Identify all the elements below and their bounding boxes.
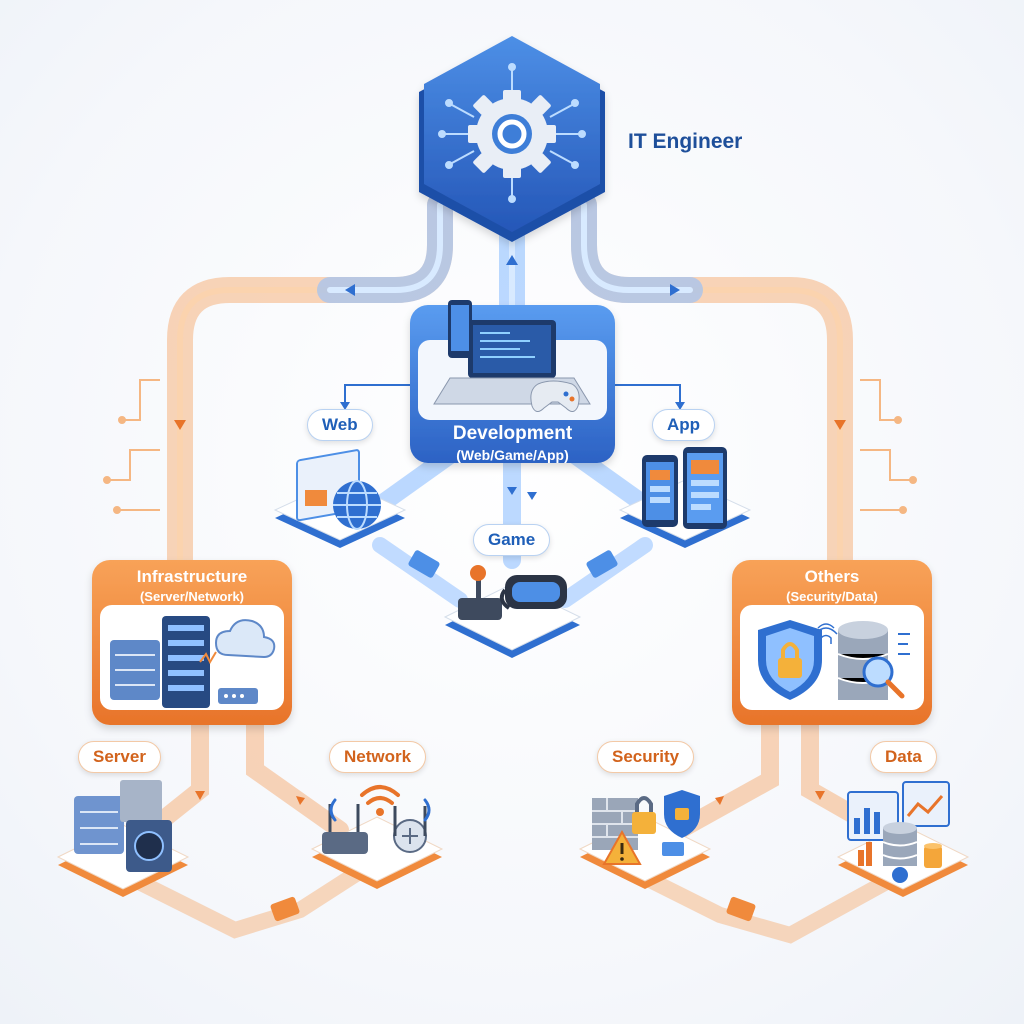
database-icon [837,621,905,700]
security-shield-icon [662,790,700,856]
smartphone-icon [642,455,678,527]
cloud-icon [214,619,276,659]
gamepad-icon [530,380,580,412]
development-label: Development [452,423,573,444]
circuit-traces-left [103,379,160,514]
tablet-icon [683,447,727,529]
conduit-left [167,192,453,588]
dev-connector-right [586,550,618,578]
list-lines-icon [898,633,910,655]
network-label: Network [329,741,427,773]
infrastructure-title: Infrastructure (Server/Network) [92,567,292,604]
globe-icon [333,480,381,530]
server-label: Server [78,741,161,773]
others-connector [726,896,756,922]
router-icon [322,804,427,854]
circuit-traces-right [860,379,917,514]
infra-connector [270,896,300,922]
others-title: Others (Security/Data) [732,567,932,604]
router-small-icon [218,688,258,704]
data-database-icon [858,822,942,883]
development-title: Development (Web/Game/App) [410,423,615,463]
phone-icon [448,300,472,358]
game-label: Game [473,524,551,556]
warning-icon [602,829,642,865]
infra-sub-conduits [127,716,378,939]
security-label: Security [597,741,695,773]
data-label: Data [870,741,937,773]
infrastructure-label: Infrastructure [136,567,248,586]
others-subtitle: (Security/Data) [786,589,878,604]
padlock-icon [632,796,656,834]
conduit-right [571,192,853,588]
server-rack-icon [110,616,217,708]
dashboard-icon [847,781,950,841]
it-engineer-title: IT Engineer [628,130,743,153]
server-stack-icon [74,780,172,872]
fingerprint-icon [814,623,838,644]
infrastructure-subtitle: (Server/Network) [139,589,245,604]
wifi-icon [329,785,431,822]
development-subtitle: (Web/Game/App) [456,447,569,463]
app-label: App [652,409,716,441]
others-label: Others [804,567,860,586]
gear-icon [468,90,556,178]
web-label: Web [307,409,373,441]
firewall-icon [592,798,638,850]
joystick-icon [458,565,502,620]
conduit-arrows [345,255,680,296]
vr-headset-icon [499,575,567,610]
dev-connector-left [408,550,440,578]
shield-lock-icon [758,620,822,700]
